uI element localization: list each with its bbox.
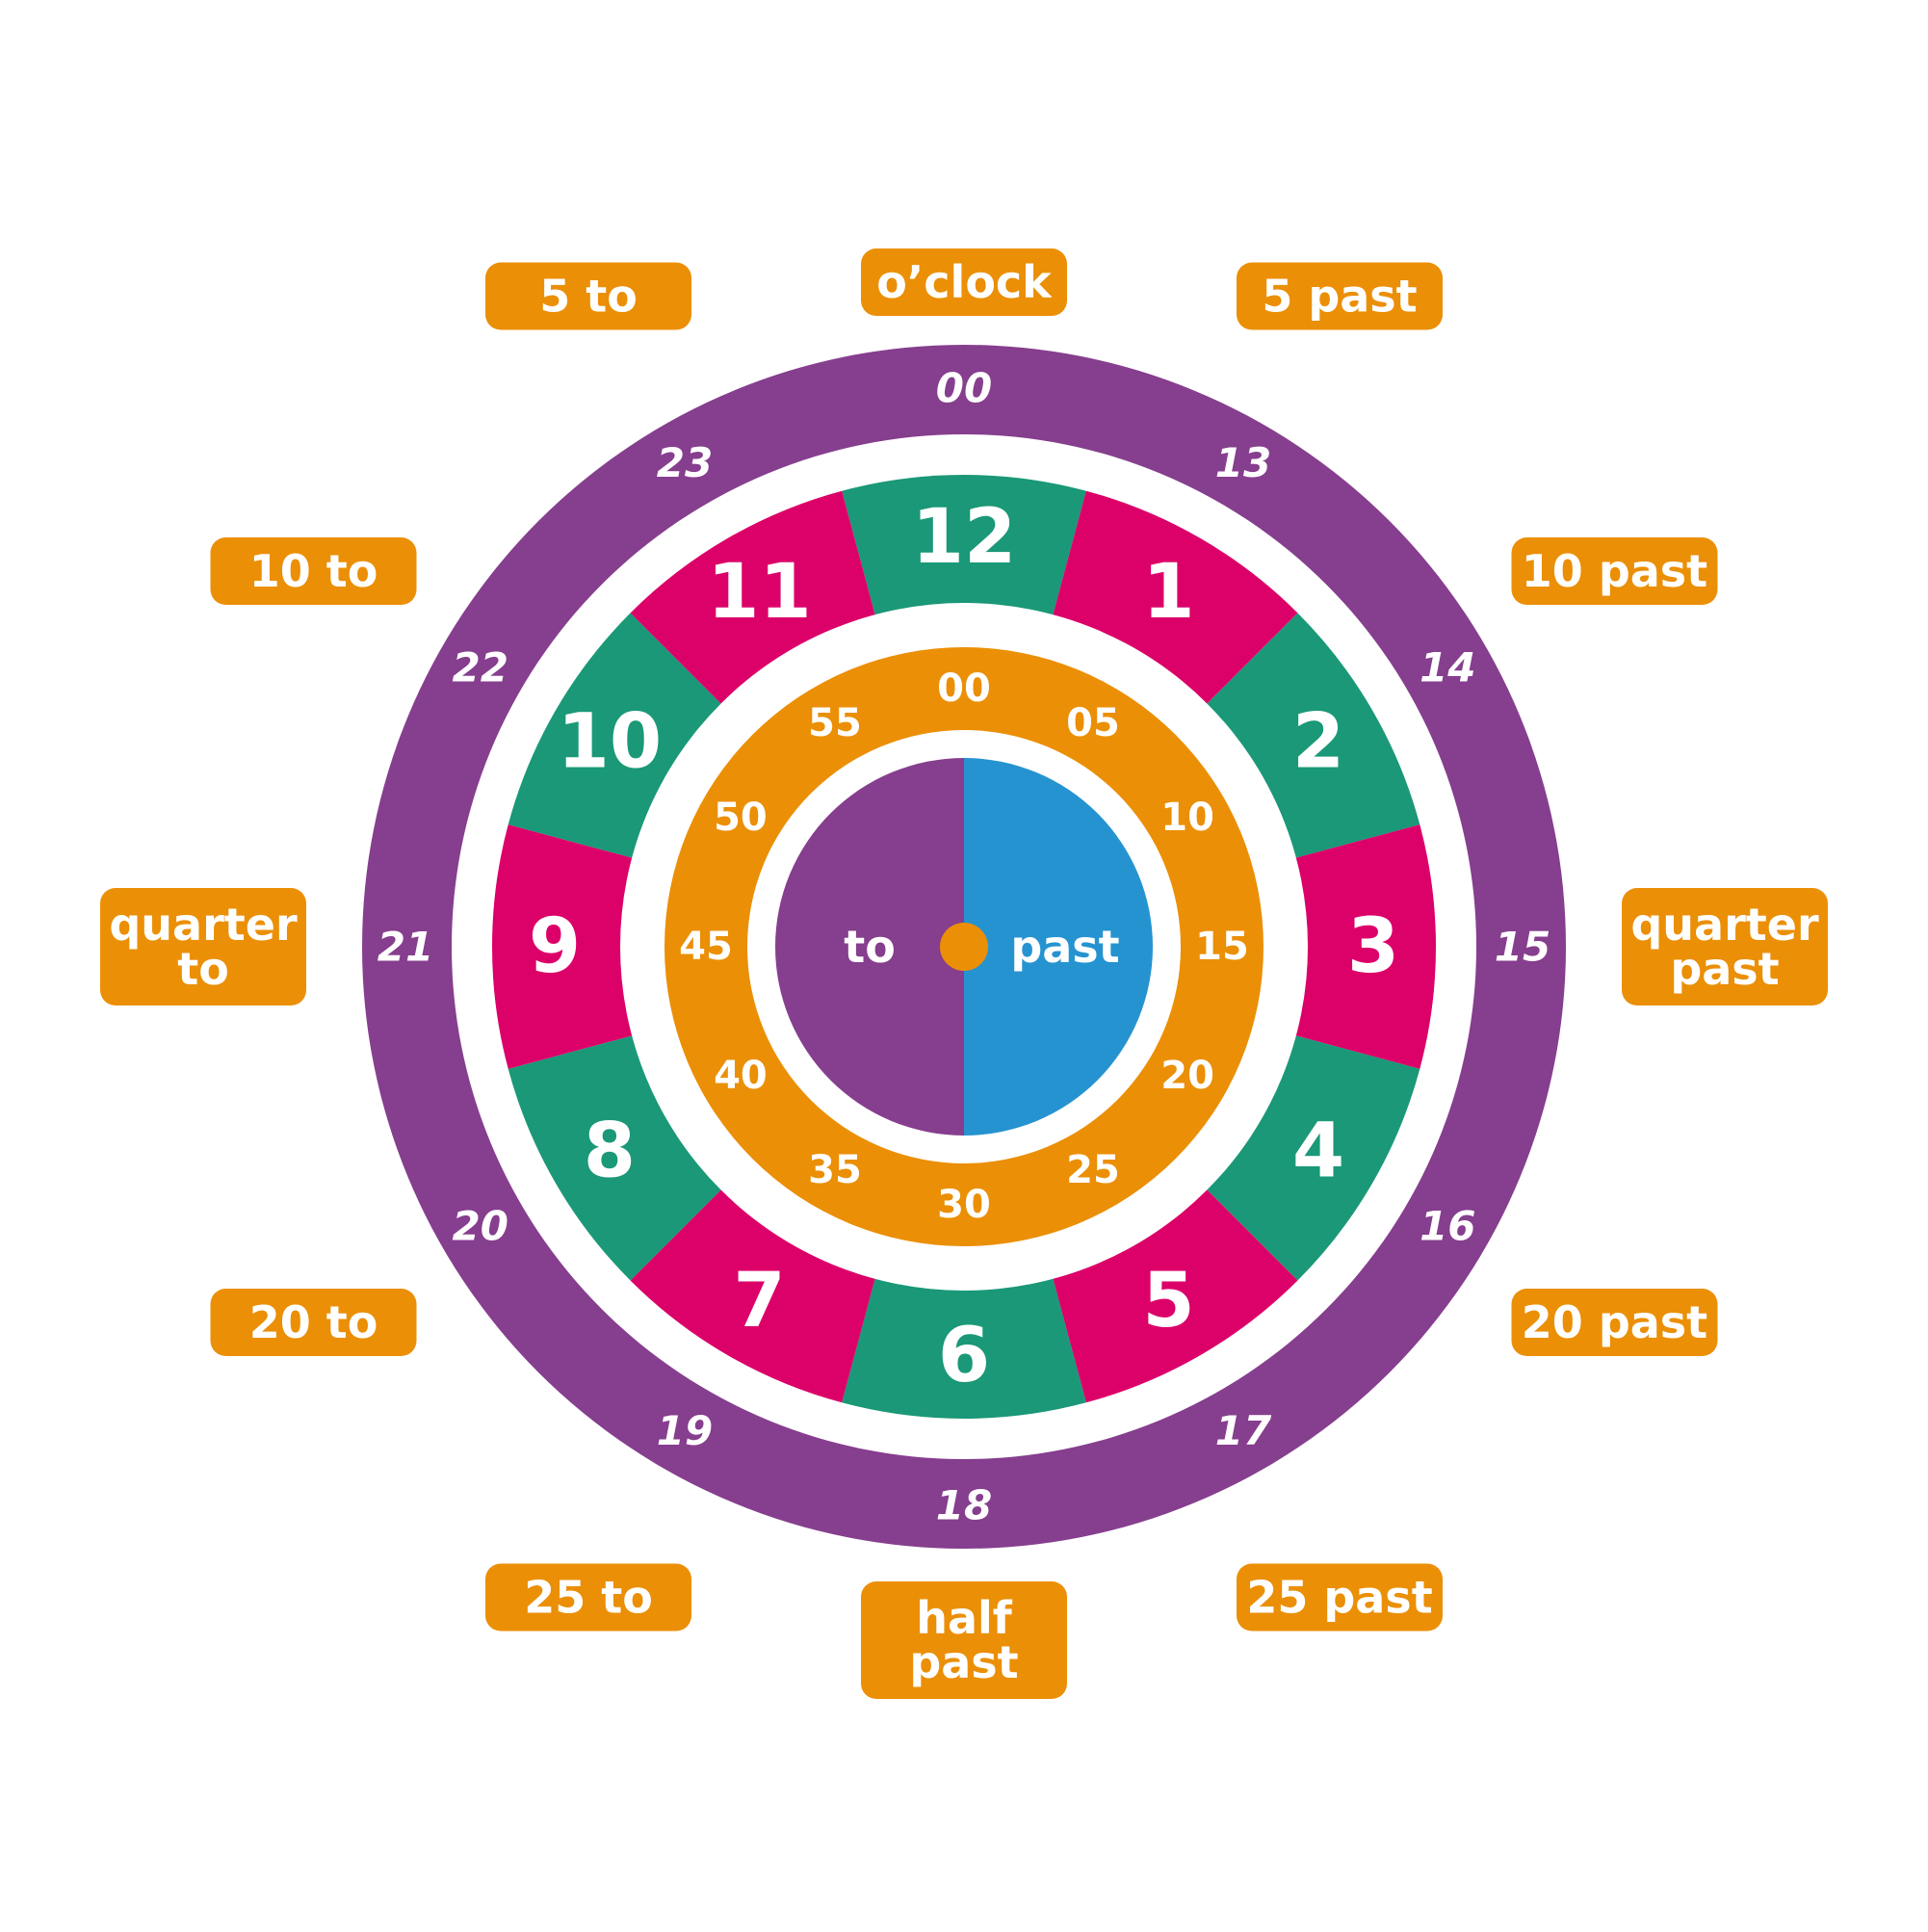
phrase-box — [100, 888, 306, 1005]
minute-number: 05 — [1066, 701, 1120, 745]
hour-number: 10 — [558, 699, 663, 786]
hour-number: 9 — [529, 903, 581, 990]
center-to-label: to — [844, 921, 896, 973]
hour-24-number: 16 — [1420, 1203, 1475, 1250]
hour-number: 5 — [1142, 1258, 1194, 1345]
time-phrase-label: 25 to — [485, 1563, 691, 1632]
time-phrase-label: o’clock — [861, 248, 1067, 316]
phrase-text: 10 past — [1522, 545, 1707, 597]
time-phrase-label: 10 past — [1511, 537, 1718, 605]
minute-number: 10 — [1160, 796, 1214, 840]
hour-24-number: 22 — [452, 644, 508, 692]
phrase-box — [1237, 1563, 1443, 1632]
phrase-box — [1622, 888, 1828, 1005]
hour-24-number: 23 — [657, 439, 713, 486]
minute-number: 00 — [937, 666, 991, 711]
hour-number: 12 — [912, 494, 1017, 581]
minute-number: 40 — [714, 1054, 768, 1098]
phrase-box — [485, 1563, 691, 1632]
time-phrase-label: 5 past — [1237, 262, 1443, 330]
hour-24-number: 13 — [1215, 439, 1271, 486]
hour-number: 11 — [707, 549, 812, 636]
phrase-text: 10 to — [249, 545, 378, 597]
minute-number: 55 — [808, 701, 862, 745]
hour-24-number: 15 — [1495, 924, 1550, 971]
time-phrase-label: 25 past — [1237, 1563, 1443, 1632]
phrase-text: 25 past — [1246, 1571, 1432, 1623]
minute-number: 15 — [1195, 925, 1249, 969]
hour-24-number: 14 — [1420, 644, 1475, 692]
phrase-text: 5 past — [1262, 271, 1417, 323]
minute-number: 45 — [679, 925, 733, 969]
hour-24-number: 20 — [452, 1203, 508, 1250]
hour-number: 4 — [1292, 1109, 1344, 1195]
minute-number: 50 — [714, 796, 768, 840]
hour-number: 8 — [584, 1109, 636, 1195]
time-phrase-label: 10 to — [210, 537, 417, 605]
clock-labels: 1212345678910110013141516171819202122230… — [100, 248, 1828, 1699]
phrase-box — [210, 537, 417, 605]
minute-number: 20 — [1160, 1054, 1214, 1098]
minute-number: 35 — [808, 1148, 862, 1192]
minute-number: 25 — [1066, 1148, 1120, 1192]
time-phrase-label: 20 past — [1511, 1289, 1718, 1356]
phrase-text: o’clock — [876, 256, 1053, 308]
center-past-label: past — [1010, 921, 1119, 973]
hour-number: 2 — [1292, 699, 1344, 786]
phrase-text: 25 to — [524, 1571, 653, 1623]
minute-number: 30 — [937, 1183, 991, 1227]
phrase-box — [1511, 1289, 1718, 1356]
to-half-disc — [775, 758, 964, 1136]
phrase-box — [1237, 262, 1443, 330]
hour-24-number: 17 — [1215, 1407, 1272, 1454]
phrase-box — [861, 1581, 1067, 1699]
hour-24-number: 19 — [657, 1407, 713, 1454]
hour-number: 3 — [1347, 903, 1399, 990]
past-half-disc — [964, 758, 1153, 1136]
phrase-box — [485, 262, 691, 330]
time-phrase-label: 20 to — [210, 1289, 417, 1356]
time-phrase-label: 5 to — [485, 262, 691, 330]
hour-number: 1 — [1142, 549, 1194, 636]
hour-number: 6 — [938, 1313, 990, 1399]
phrase-box — [210, 1289, 417, 1356]
phrase-text: 5 to — [539, 271, 638, 323]
phrase-text: 20 to — [249, 1296, 378, 1348]
phrase-box — [1511, 537, 1718, 605]
phrase-text: 20 past — [1522, 1296, 1707, 1348]
hour-24-number: 18 — [936, 1482, 992, 1529]
hour-number: 7 — [733, 1258, 785, 1345]
hour-24-number: 00 — [936, 365, 992, 412]
phrase-box — [861, 248, 1067, 316]
hour-24-number: 21 — [378, 924, 433, 971]
center-pin — [940, 923, 988, 971]
